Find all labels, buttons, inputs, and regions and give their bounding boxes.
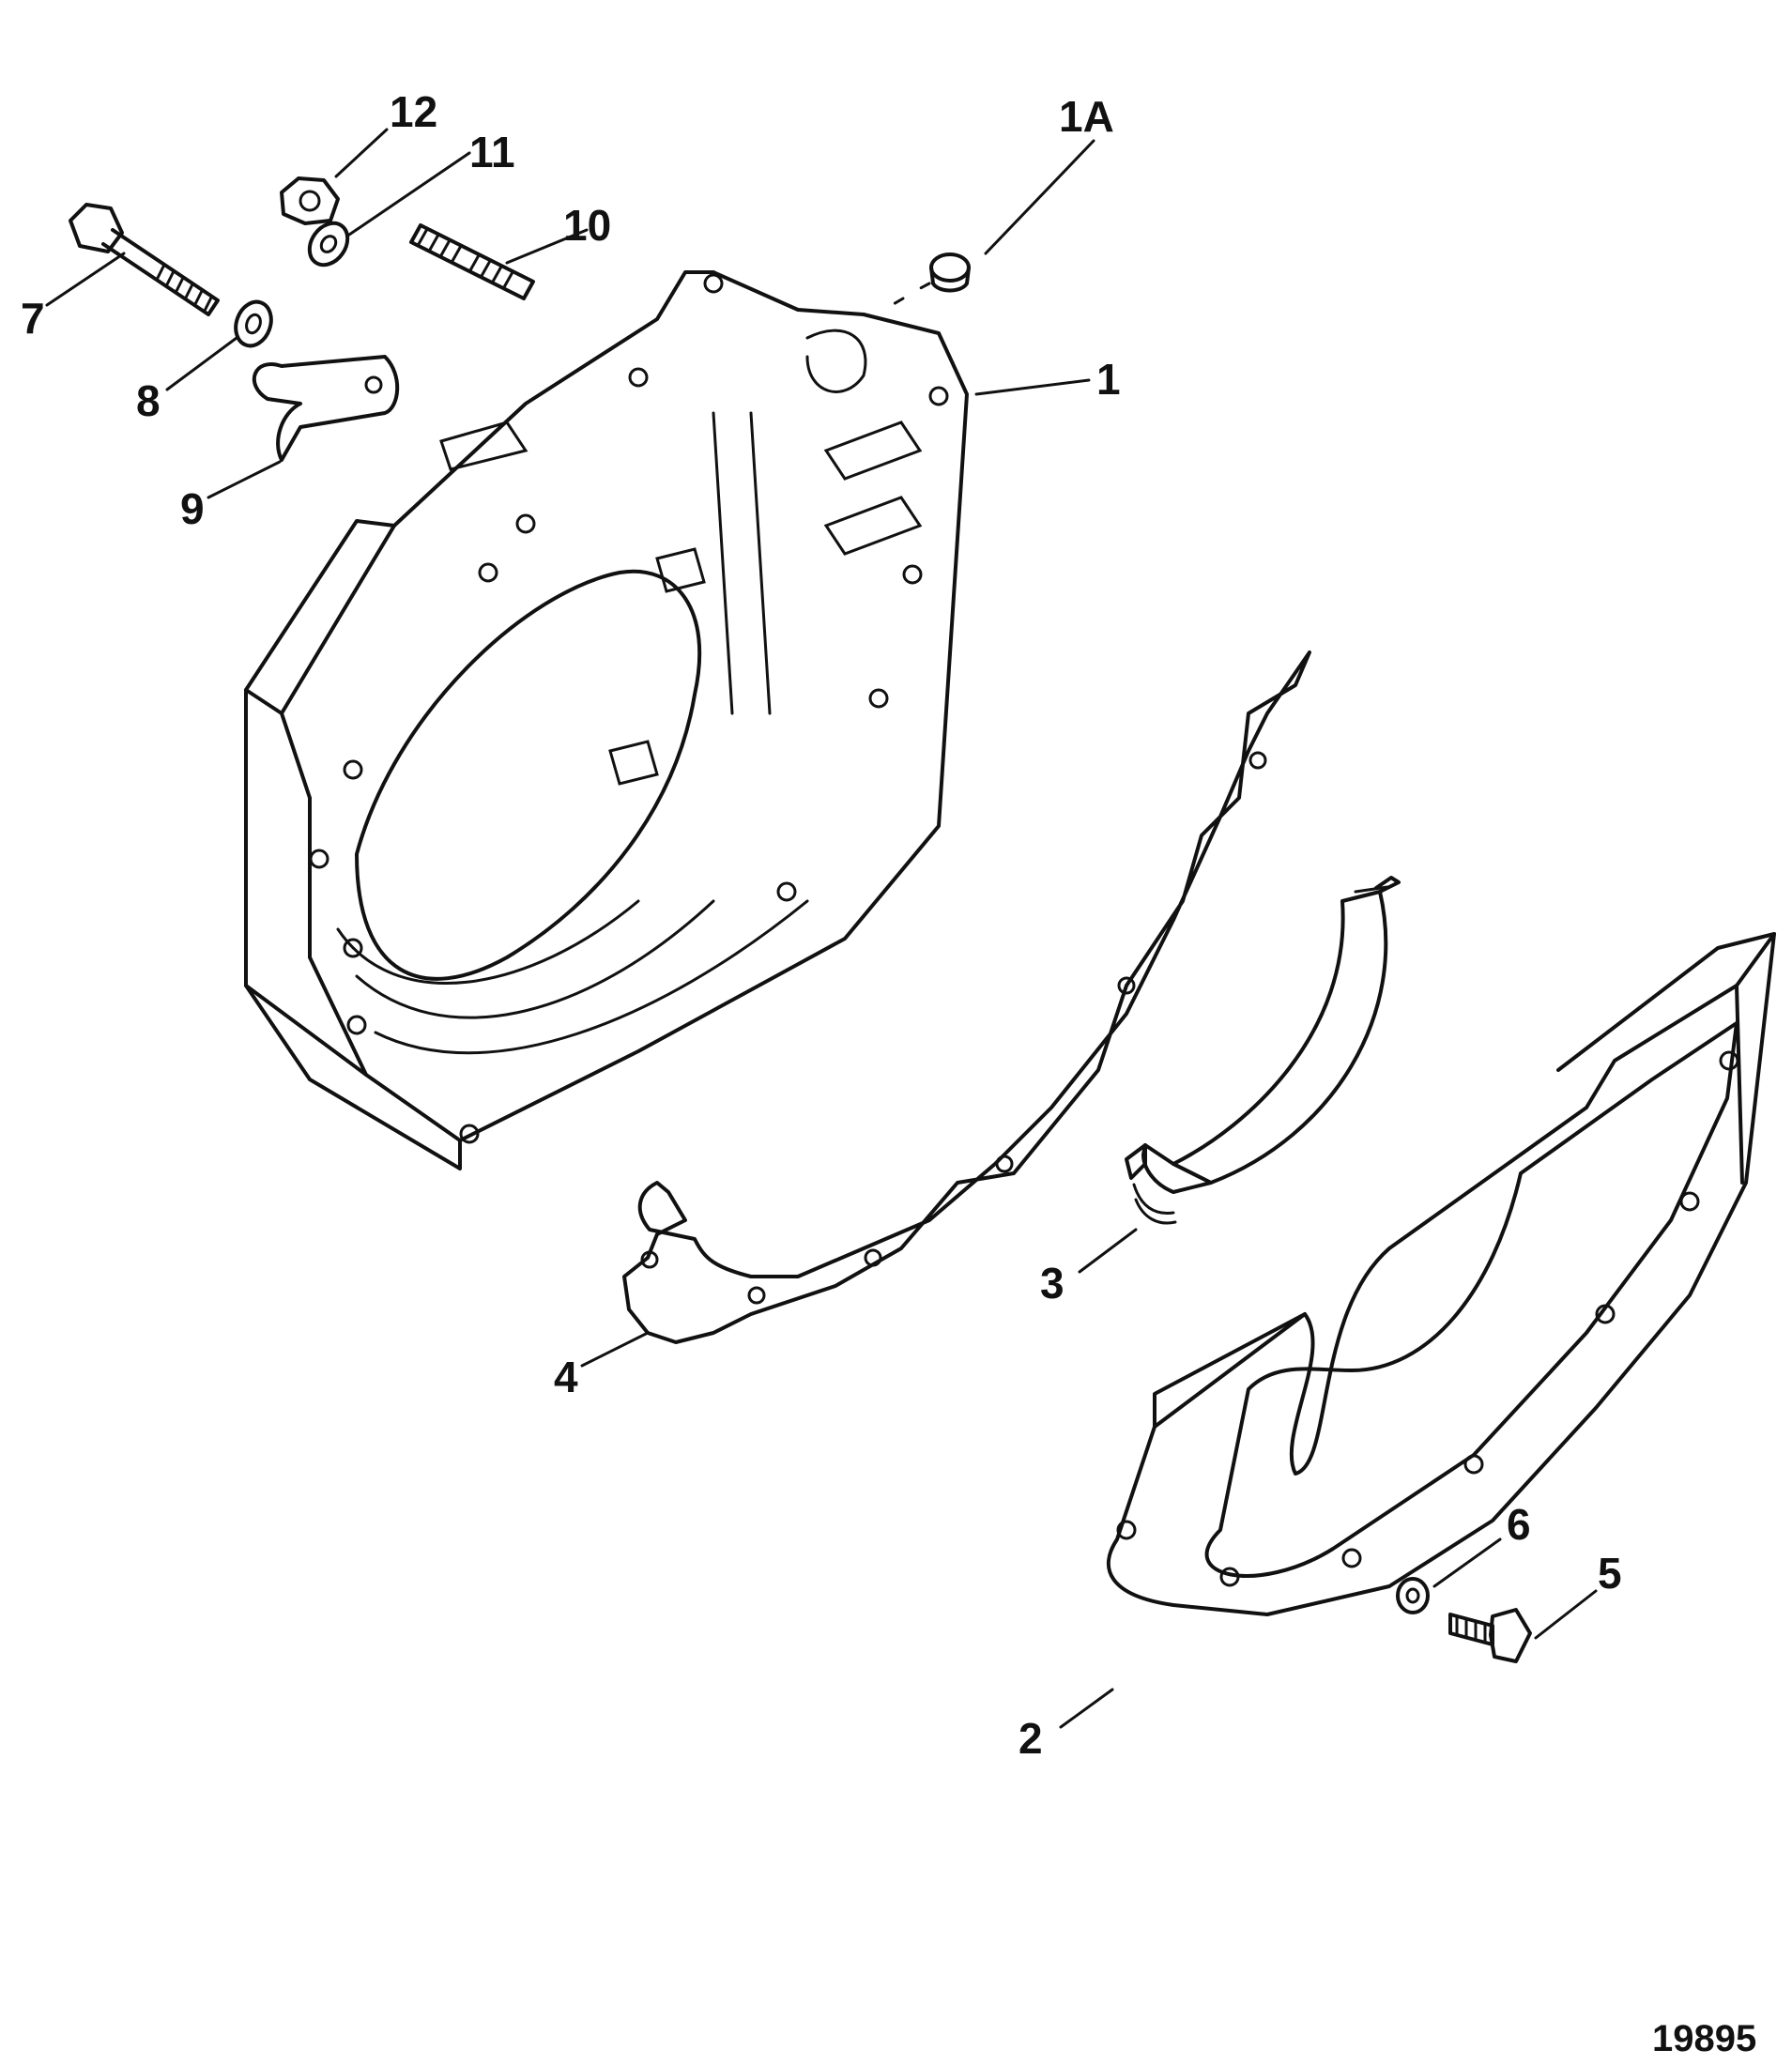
callout-10: 10 xyxy=(563,201,611,250)
callout-3: 3 xyxy=(1040,1259,1064,1308)
callout-12: 12 xyxy=(390,87,437,136)
leader-1 xyxy=(974,378,1091,396)
flywheel-housing xyxy=(244,270,969,1170)
callout-9: 9 xyxy=(180,484,205,533)
small-bolt xyxy=(1448,1608,1532,1663)
callout-2: 2 xyxy=(1019,1714,1043,1763)
callout-7: 7 xyxy=(21,294,45,343)
callout-11: 11 xyxy=(469,128,515,176)
callout-6: 6 xyxy=(1507,1500,1531,1549)
rear-seal-half xyxy=(1125,876,1401,1225)
leader-5 xyxy=(1534,1589,1598,1640)
leader-6 xyxy=(1432,1537,1502,1588)
leader-12 xyxy=(334,128,389,178)
plug-part xyxy=(890,252,971,307)
leader-4 xyxy=(580,1331,650,1368)
stud xyxy=(409,223,535,300)
long-bolt xyxy=(69,203,220,316)
callout-labels: 1 1A 2 3 4 5 6 7 8 9 10 11 12 xyxy=(21,87,1622,1763)
clamp xyxy=(252,355,400,462)
leader-11 xyxy=(347,151,471,237)
gasket xyxy=(622,650,1311,1344)
leader-lines xyxy=(45,128,1598,1729)
figure-number: 19895 xyxy=(1652,2018,1756,2059)
leader-8 xyxy=(165,336,238,391)
leader-10 xyxy=(505,228,589,265)
callout-4: 4 xyxy=(554,1353,578,1401)
callout-1a: 1A xyxy=(1059,92,1114,141)
callout-8: 8 xyxy=(136,376,161,425)
lockwasher xyxy=(1396,1577,1430,1614)
flat-washer-8 xyxy=(234,299,273,348)
callout-5: 5 xyxy=(1598,1549,1622,1598)
flat-washer-11 xyxy=(307,221,350,268)
leader-9 xyxy=(207,460,282,499)
cover-plate xyxy=(1107,932,1776,1616)
hex-nut xyxy=(280,176,340,225)
callout-1: 1 xyxy=(1096,355,1121,404)
leader-2 xyxy=(1059,1688,1114,1729)
leader-1a xyxy=(984,139,1095,255)
leader-7 xyxy=(45,252,126,307)
leader-3 xyxy=(1078,1228,1138,1274)
